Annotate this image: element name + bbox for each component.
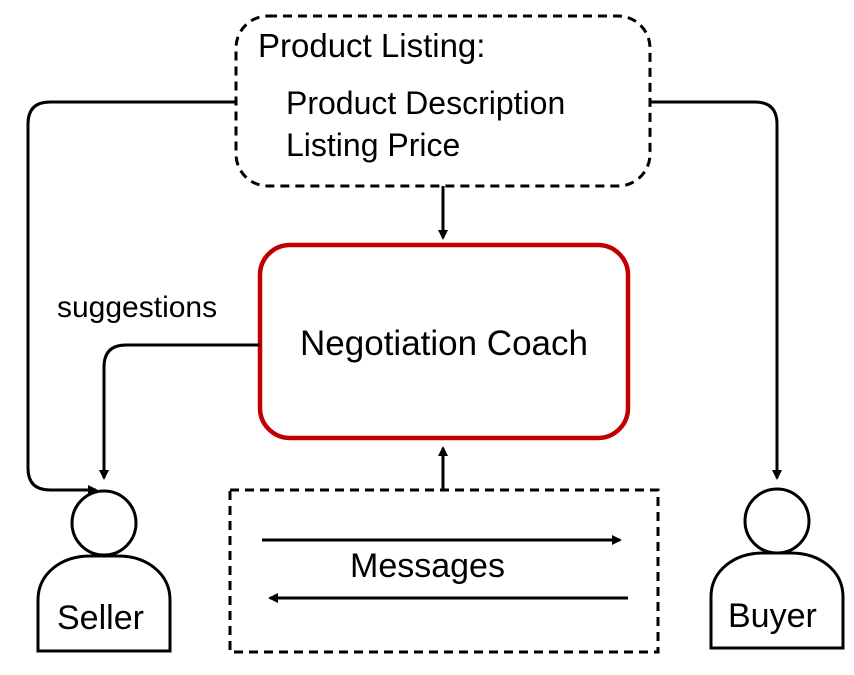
messages-label: Messages <box>350 547 505 585</box>
negotiation-coach-box <box>257 242 631 441</box>
negotiation-coach-label: Negotiation Coach <box>300 324 588 363</box>
seller-icon <box>36 489 172 653</box>
suggestions-arrow <box>99 343 260 480</box>
product-description-label: Product Description <box>286 85 566 121</box>
listing-price-label: Listing Price <box>286 127 461 163</box>
listing-to-buyer-arrow <box>650 100 782 480</box>
buyer-icon <box>709 487 845 650</box>
buyer-label: Buyer <box>728 597 817 635</box>
product-listing-title: Product Listing: <box>258 27 486 64</box>
seller-label: Seller <box>57 599 144 637</box>
listing-to-seller-arrow <box>26 100 236 495</box>
suggestions-label: suggestions <box>57 291 218 324</box>
